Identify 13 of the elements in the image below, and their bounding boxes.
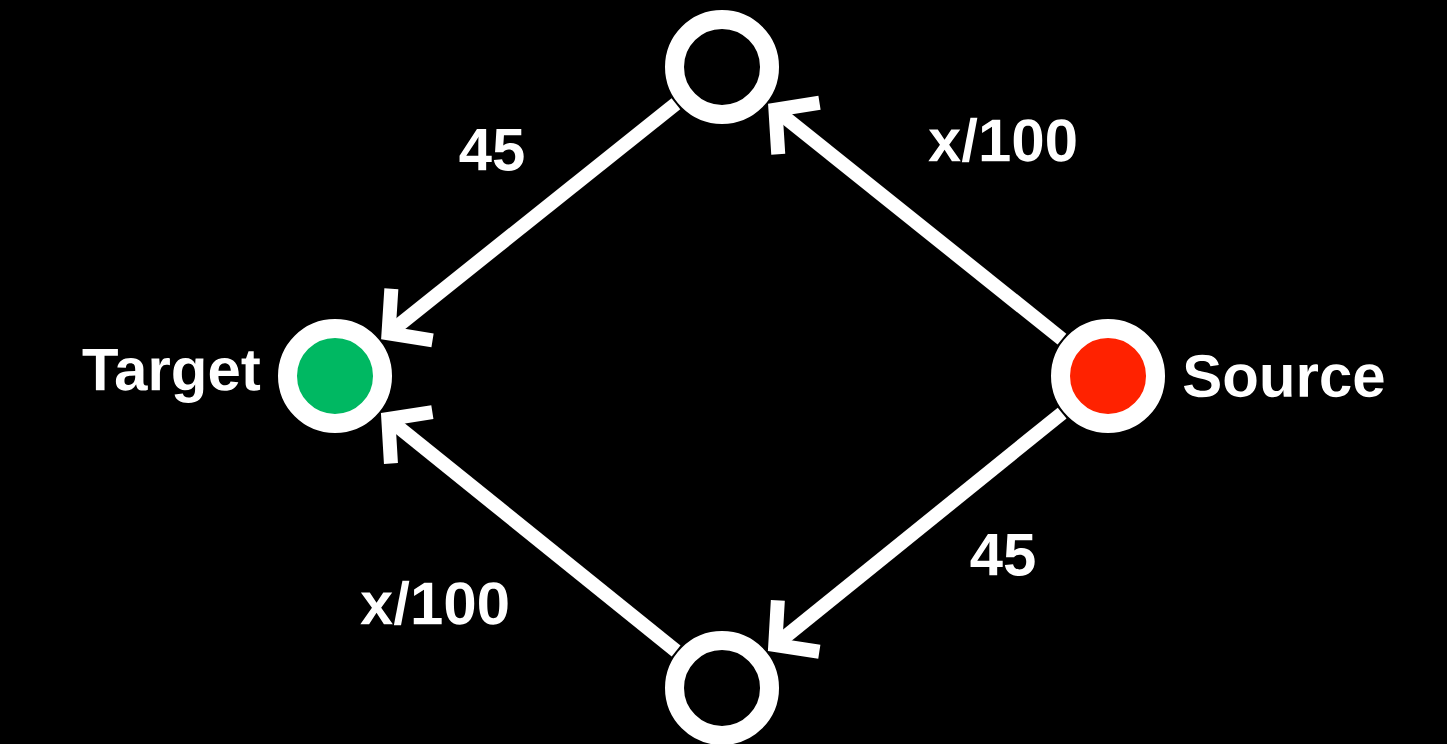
edge-label: x/100 [356,577,514,629]
circle-node [1051,319,1165,433]
arrow [380,405,681,657]
circle-node [665,10,779,124]
arrow [767,407,1067,659]
edge-label: x/100 [924,114,1082,166]
circle-node [278,319,392,433]
edge-label: 45 [455,126,529,174]
node-label: Source [1183,354,1384,398]
arrow [381,98,681,348]
edge-label: 45 [966,531,1040,579]
arrow [768,95,1067,345]
node-label: Target [82,349,261,403]
